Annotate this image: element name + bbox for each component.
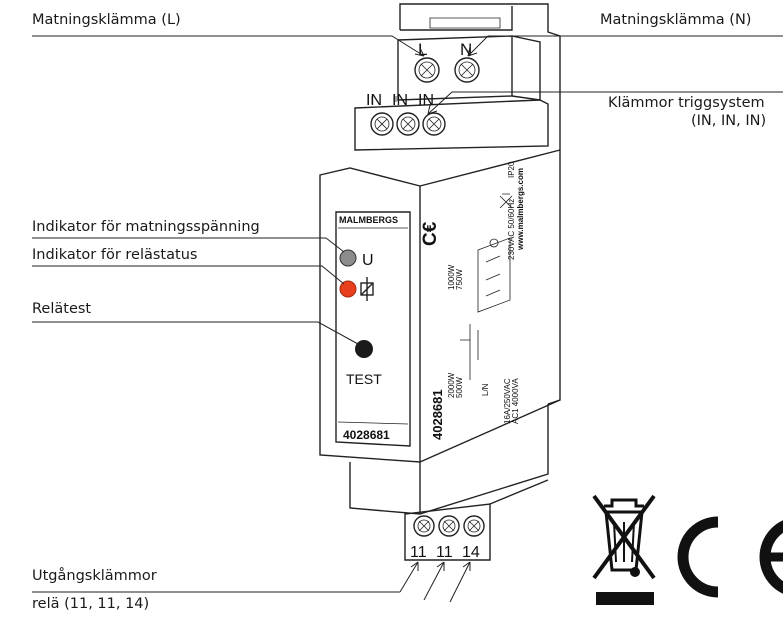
- output-terminal-block: [404, 503, 491, 561]
- label-output-1: Utgångsklämmor: [32, 567, 157, 584]
- side-power-2: 750W: [455, 269, 464, 290]
- leader-relay-indicator: [32, 265, 345, 285]
- screw-n: [454, 57, 480, 83]
- screw-out-2: [438, 515, 460, 537]
- side-schematic-lamp: [489, 238, 499, 248]
- lower-housing-side: [419, 404, 549, 515]
- label-supply-l: Matningsklämma (L): [32, 12, 181, 28]
- side-power-4: 500W: [455, 377, 464, 398]
- arrow-supply-l: [414, 47, 425, 57]
- label-trigger-1: Klämmor triggsystem: [608, 95, 765, 111]
- side-power-3: 2000W: [447, 372, 456, 398]
- side-ip: IP20: [507, 161, 516, 178]
- side-schematic-2: [460, 324, 479, 380]
- test-label: TEST: [346, 371, 382, 387]
- side-article-number: 4028681: [430, 389, 445, 440]
- relay-test-button[interactable]: [355, 340, 373, 358]
- terminal-14-label: 14: [462, 544, 480, 561]
- trigger-terminal-block: [354, 99, 549, 151]
- label-relay-test: Relätest: [32, 301, 91, 317]
- side-website: www.malmbergs.com: [516, 168, 525, 251]
- screw-out-3: [463, 515, 485, 537]
- terminal-11a-label: 11: [410, 544, 427, 561]
- side-wire-label: L/N: [481, 383, 490, 396]
- voltage-symbol: U: [362, 252, 374, 269]
- leader-trigger: [427, 91, 783, 115]
- relay-coil-icon: [360, 277, 374, 301]
- side-ce-mark: C€: [420, 221, 441, 246]
- terminal-in-1-label: IN: [366, 92, 382, 109]
- side-contact: 16A/250VAC: [503, 378, 512, 424]
- label-relay-indicator: Indikator för relästatus: [32, 247, 197, 263]
- lower-housing-front: [349, 462, 421, 515]
- labels: Matningsklämma (L) Matningsklämma (N) Kl…: [32, 12, 783, 612]
- screw-out-1: [413, 515, 435, 537]
- trigger-block-ridges: [371, 96, 397, 104]
- terminal-11b-label: 11: [436, 544, 453, 561]
- arrow-trigger: [427, 104, 438, 115]
- label-supply-indicator: Indikator för matningsspänning: [32, 219, 260, 235]
- article-divider: [337, 421, 409, 425]
- upper-terminal-side: [511, 35, 541, 101]
- terminal-in-2-label: IN: [392, 92, 408, 109]
- front-article-number: 4028681: [343, 428, 390, 442]
- side-weee-small: [499, 193, 513, 209]
- label-output-2: relä (11, 11, 14): [32, 596, 149, 612]
- front-label-panel: [335, 211, 411, 447]
- side-contact-2: AC1 4000VA: [511, 378, 520, 424]
- side-power-1: 1000W: [447, 264, 456, 290]
- housing-top-slot: [429, 17, 501, 29]
- side-voltage: 230VAC 50/60Hz: [507, 199, 516, 260]
- arrow-output: [410, 561, 471, 571]
- housing-top-ridge: [400, 6, 513, 31]
- screw-in-1: [370, 112, 394, 136]
- leader-supply-indicator: [32, 237, 345, 253]
- label-supply-n: Matningsklämma (N): [600, 12, 751, 28]
- output-block-edge: [489, 479, 549, 505]
- side-print: 4028681 1000W 750W 2000W 500W L/N 230VAC…: [430, 161, 525, 440]
- leader-output-wires: [399, 561, 471, 603]
- screw-in-3: [422, 112, 446, 136]
- supply-indicator-led: [339, 249, 357, 267]
- label-trigger-2: (IN, IN, IN): [691, 113, 766, 129]
- leader-supply-l: [32, 35, 425, 57]
- ce-mark-icon: [677, 516, 783, 598]
- terminal-in-3-label: IN: [418, 92, 434, 109]
- terminal-n-label: N: [460, 40, 472, 59]
- side-schematic: [477, 237, 511, 313]
- relay-device: L N IN IN IN MALMBERGS U: [319, 3, 561, 561]
- brand-logo: MALMBERGS: [339, 215, 398, 225]
- arrow-supply-n: [467, 46, 478, 57]
- relay-indicator-led: [339, 280, 357, 298]
- leader-relay-test: [32, 321, 359, 345]
- front-side-edges: [419, 149, 561, 463]
- screw-in-2: [396, 112, 420, 136]
- front-face: [319, 167, 421, 463]
- leader-supply-n: [467, 35, 783, 57]
- weee-bin-icon: [592, 494, 656, 605]
- screw-l: [414, 57, 440, 83]
- housing-top-outline: [399, 3, 561, 405]
- terminal-l-label: L: [418, 40, 427, 59]
